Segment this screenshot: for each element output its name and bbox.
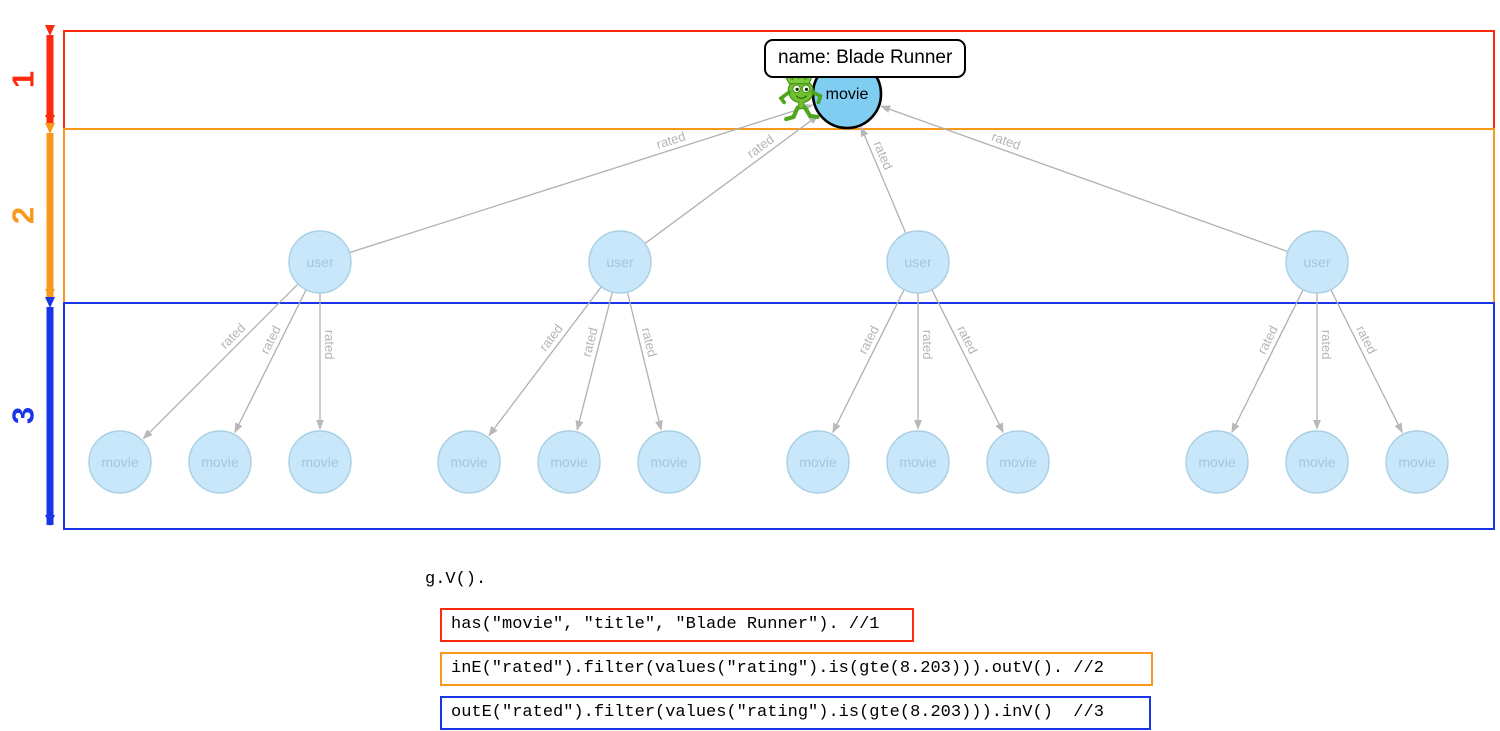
- node-circle[interactable]: [588, 230, 652, 294]
- node-circle[interactable]: [637, 430, 701, 494]
- node-circle[interactable]: [437, 430, 501, 494]
- node-label: movie: [899, 454, 937, 470]
- edge-rated: [142, 283, 299, 440]
- code-line-1: has("movie", "title", "Blade Runner"). /…: [440, 608, 914, 642]
- node-user[interactable]: user: [1285, 230, 1349, 294]
- node-circle[interactable]: [1285, 430, 1349, 494]
- node-circle[interactable]: [1185, 430, 1249, 494]
- node-circle[interactable]: [188, 430, 252, 494]
- node-movie[interactable]: movie: [88, 430, 152, 494]
- node-movie[interactable]: movie: [1285, 430, 1349, 494]
- edge-rated: [626, 291, 663, 431]
- edge-rated: [880, 105, 1289, 253]
- node-label: movie: [101, 454, 139, 470]
- edge-label-rated: rated: [639, 326, 661, 358]
- node-movie[interactable]: movie: [1385, 430, 1449, 494]
- node-label: movie: [799, 454, 837, 470]
- node-circle[interactable]: [1285, 230, 1349, 294]
- edge-rated: [234, 289, 307, 434]
- edge-rated: [575, 291, 613, 431]
- band-rect-3: [63, 302, 1495, 530]
- node-movie[interactable]: movie: [188, 430, 252, 494]
- node-circle[interactable]: [986, 430, 1050, 494]
- edge-rated: [644, 114, 819, 245]
- edge-rated: [832, 289, 905, 434]
- node-movie[interactable]: movie: [1185, 430, 1249, 494]
- node-label: movie: [1398, 454, 1436, 470]
- edge-rated: [931, 289, 1004, 434]
- node-label: movie: [201, 454, 239, 470]
- edge-rated: [488, 286, 602, 437]
- edge-label-rated: rated: [579, 326, 601, 358]
- node-movie[interactable]: movie: [786, 430, 850, 494]
- node-label: movie: [650, 454, 688, 470]
- edge-label-rated: rated: [322, 330, 337, 360]
- node-label: movie: [550, 454, 588, 470]
- node-label: movie: [450, 454, 488, 470]
- node-label: user: [606, 254, 634, 270]
- code-root-line: g.V().: [425, 570, 487, 589]
- node-label: movie: [1198, 454, 1236, 470]
- node-circle[interactable]: [886, 230, 950, 294]
- edge-rated: [349, 103, 814, 254]
- node-movie[interactable]: movie: [437, 430, 501, 494]
- node-circle[interactable]: [537, 430, 601, 494]
- node-movie[interactable]: movie: [986, 430, 1050, 494]
- edge-label-rated: rated: [920, 330, 935, 360]
- node-user[interactable]: user: [886, 230, 950, 294]
- edge-label-rated: rated: [1319, 330, 1334, 360]
- band-number-2: 2: [5, 206, 41, 225]
- node-user[interactable]: user: [588, 230, 652, 294]
- band-number-3: 3: [5, 406, 41, 425]
- gremlin-mascot: [778, 66, 823, 122]
- node-movie[interactable]: movie: [886, 430, 950, 494]
- node-circle[interactable]: [886, 430, 950, 494]
- node-label: user: [1303, 254, 1331, 270]
- band-number-1: 1: [5, 70, 41, 89]
- code-line-2: inE("rated").filter(values("rating").is(…: [440, 652, 1153, 686]
- node-circle[interactable]: [288, 430, 352, 494]
- node-label: user: [904, 254, 932, 270]
- node-movie[interactable]: movie: [537, 430, 601, 494]
- node-movie[interactable]: movie: [637, 430, 701, 494]
- node-circle[interactable]: [88, 430, 152, 494]
- vertex-property-box: name: Blade Runner: [764, 39, 967, 78]
- node-circle[interactable]: [1385, 430, 1449, 494]
- node-label: movie: [301, 454, 339, 470]
- node-user[interactable]: user: [288, 230, 352, 294]
- node-label: movie: [999, 454, 1037, 470]
- node-movie[interactable]: movie: [288, 430, 352, 494]
- node-circle[interactable]: [288, 230, 352, 294]
- node-label: movie: [826, 86, 869, 103]
- edge-rated: [860, 126, 907, 234]
- edge-rated: [1330, 289, 1403, 434]
- node-label: movie: [1298, 454, 1336, 470]
- edge-rated: [1231, 289, 1304, 434]
- node-label: user: [306, 254, 334, 270]
- code-line-3: outE("rated").filter(values("rating").is…: [440, 696, 1151, 730]
- node-circle[interactable]: [786, 430, 850, 494]
